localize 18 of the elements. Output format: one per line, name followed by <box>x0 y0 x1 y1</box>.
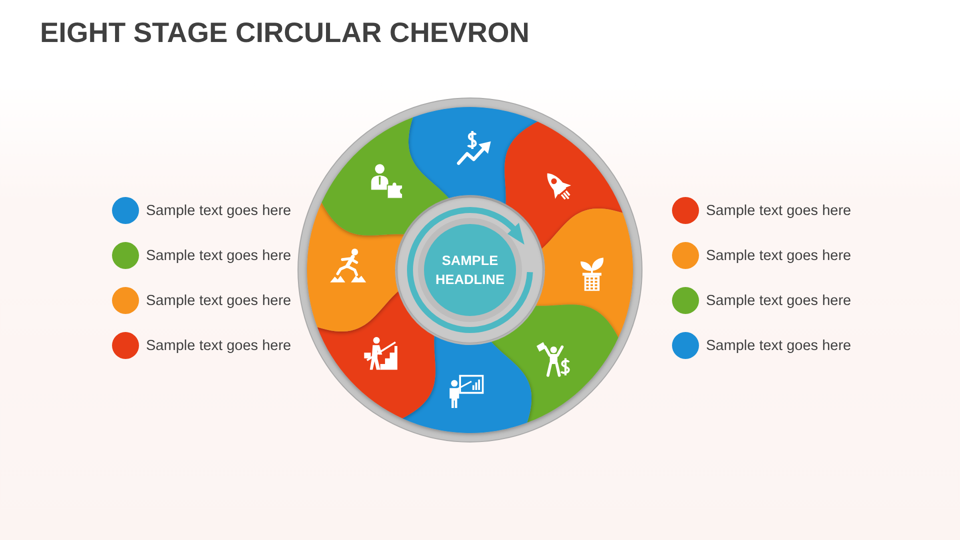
chevron-segment <box>491 304 618 423</box>
chevron-segment <box>504 122 623 249</box>
chevron-segment <box>317 291 436 418</box>
chevron-segment <box>536 208 633 338</box>
headline-text: SAMPLE HEADLINE <box>436 252 504 289</box>
title: EIGHT STAGE CIRCULAR CHEVRON <box>40 16 530 50</box>
legend-text: Sample text goes here <box>706 202 852 220</box>
chevron-segment <box>408 107 538 204</box>
legend-text: Sample text goes here <box>146 292 292 310</box>
chevron-segment <box>307 202 404 332</box>
legend-text: Sample text goes here <box>706 246 852 264</box>
legend-text: Sample text goes here <box>146 246 292 264</box>
legend-text: Sample text goes here <box>146 336 292 354</box>
legend-text: Sample text goes here <box>146 202 292 220</box>
legend-text: Sample text goes here <box>706 292 852 310</box>
legend-text: Sample text goes here <box>706 336 852 354</box>
chevron-segment <box>402 336 532 433</box>
chevron-segment <box>322 117 449 236</box>
